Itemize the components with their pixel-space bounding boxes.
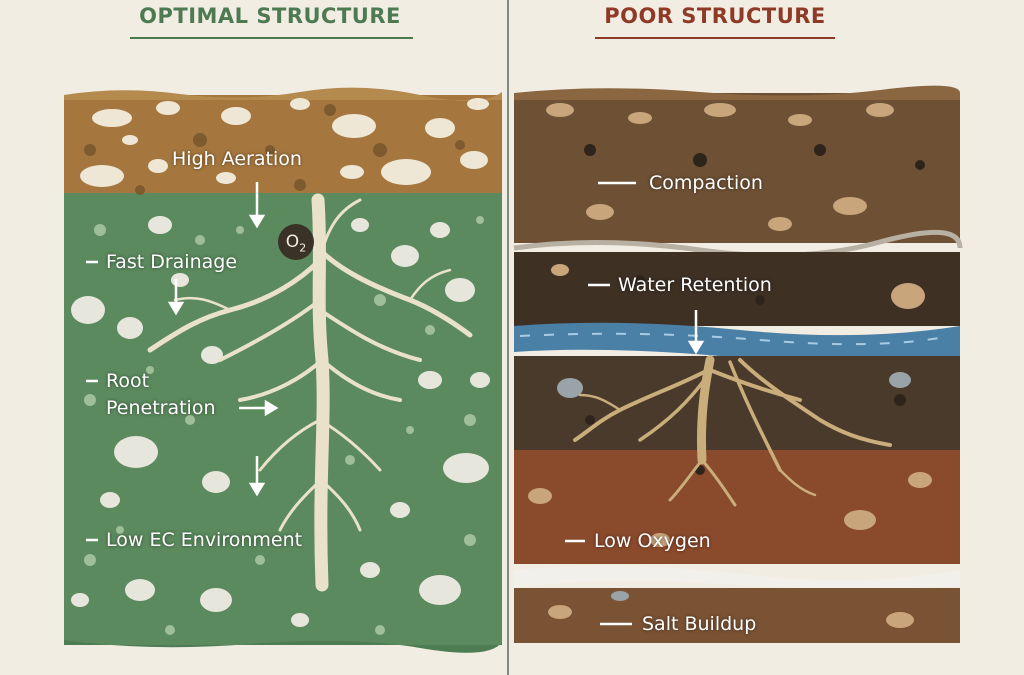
label-low-ec-environment: Low EC Environment [106, 529, 303, 551]
poor-structure-heading: POOR STRUCTURE [604, 4, 826, 28]
optimal-topsoil-grains [84, 104, 465, 195]
poor-soil-pebbles-light [528, 103, 932, 628]
poor-root-system [573, 355, 892, 507]
optimal-root-system [147, 193, 473, 592]
label-salt-buildup: Salt Buildup [642, 613, 757, 635]
poor-top-rough-edge [514, 85, 960, 100]
optimal-topsoil-pebbles [80, 98, 489, 187]
center-divider [507, 0, 509, 675]
label-low-oxygen: Low Oxygen [594, 530, 711, 552]
oxygen-subscript: 2 [299, 241, 307, 255]
poor-top-brown-layer [514, 93, 960, 243]
label-water-retention: Water Retention [618, 274, 772, 296]
poor-dash-marks [565, 181, 636, 626]
optimal-green-soil-layer [64, 193, 502, 645]
poor-salt-streak [514, 565, 960, 589]
optimal-green-pebbles-light [71, 216, 490, 627]
optimal-green-pebbles-mid [84, 216, 484, 635]
poor-water-layer [514, 322, 960, 361]
label-root: Root [106, 370, 150, 392]
oxygen-symbol: O [285, 232, 300, 252]
optimal-heading-underline [130, 37, 413, 39]
optimal-dash-marks [86, 260, 98, 542]
oxygen-badge: O2 [278, 224, 314, 260]
poor-arrow [687, 310, 705, 355]
label-compaction: Compaction [649, 172, 763, 194]
label-fast-drainage: Fast Drainage [106, 251, 238, 273]
poor-dark-layer [514, 252, 960, 326]
poor-bottom-layer [514, 588, 960, 643]
poor-soil-pebbles-dark [584, 144, 925, 475]
poor-red-clay-layer [514, 450, 960, 564]
label-high-aeration: High Aeration [172, 148, 302, 170]
optimal-green-bottom-edge [64, 640, 502, 653]
poor-soil-pebbles-grey [557, 372, 911, 601]
label-penetration: Penetration [106, 397, 216, 419]
optimal-topsoil-rough-edge [64, 87, 502, 101]
optimal-arrows [167, 182, 279, 497]
optimal-topsoil-layer [64, 95, 502, 195]
optimal-structure-heading: OPTIMAL STRUCTURE [139, 4, 401, 28]
poor-heading-underline [595, 37, 835, 39]
poor-mid-dark-layer [514, 356, 960, 452]
